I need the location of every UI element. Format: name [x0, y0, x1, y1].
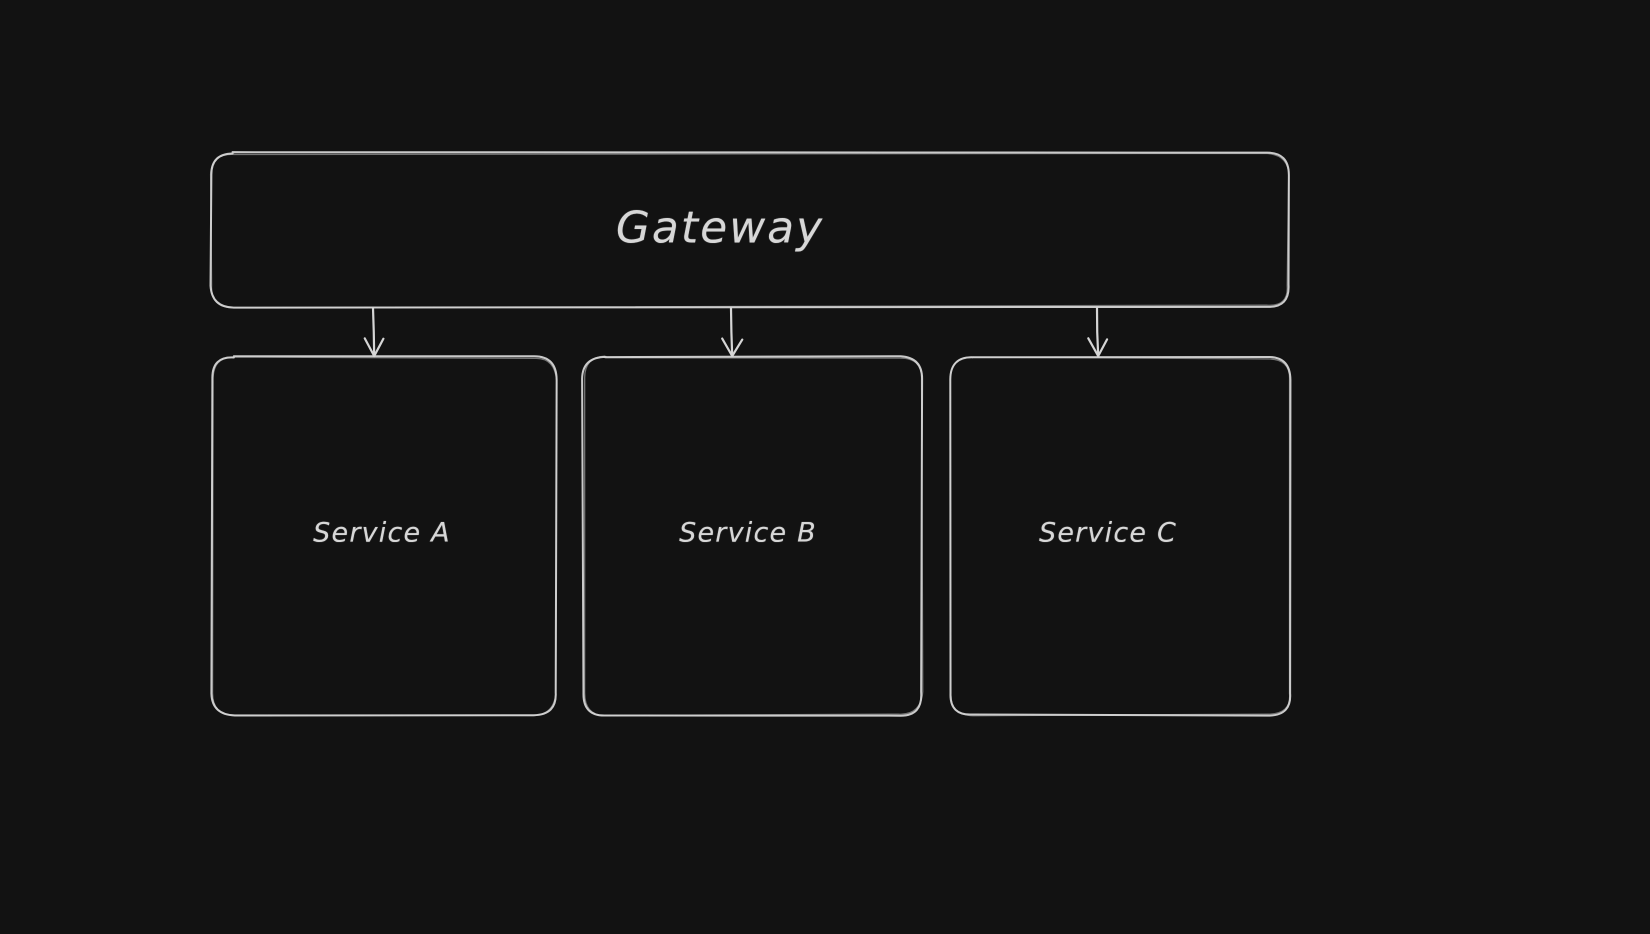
edge-line-gateway-to-service-b [729, 306, 734, 358]
node-service-a[interactable] [212, 357, 556, 715]
node-gateway[interactable] [211, 153, 1289, 307]
edge-arrowhead-right-gateway-to-service-a [373, 337, 385, 358]
edge-arrowhead-right-gateway-to-service-b [731, 338, 744, 358]
node-service-c[interactable] [950, 357, 1291, 715]
edge-line-gateway-to-service-c [1095, 306, 1100, 358]
node-outline-sketch-service-c [949, 356, 1291, 717]
edge-line-gateway-to-service-a [371, 306, 376, 358]
node-service-b[interactable] [583, 357, 922, 715]
edge-arrowhead-left-gateway-to-service-a [363, 337, 376, 358]
edge-arrowhead-left-gateway-to-service-b [721, 337, 734, 358]
edge-arrowhead-right-gateway-to-service-c [1097, 338, 1109, 358]
node-outline-sketch-service-b [584, 355, 924, 717]
node-outline-sketch-service-a [211, 356, 558, 717]
edge-arrowhead-left-gateway-to-service-c [1087, 337, 1100, 358]
node-outline-sketch-gateway [209, 152, 1290, 309]
